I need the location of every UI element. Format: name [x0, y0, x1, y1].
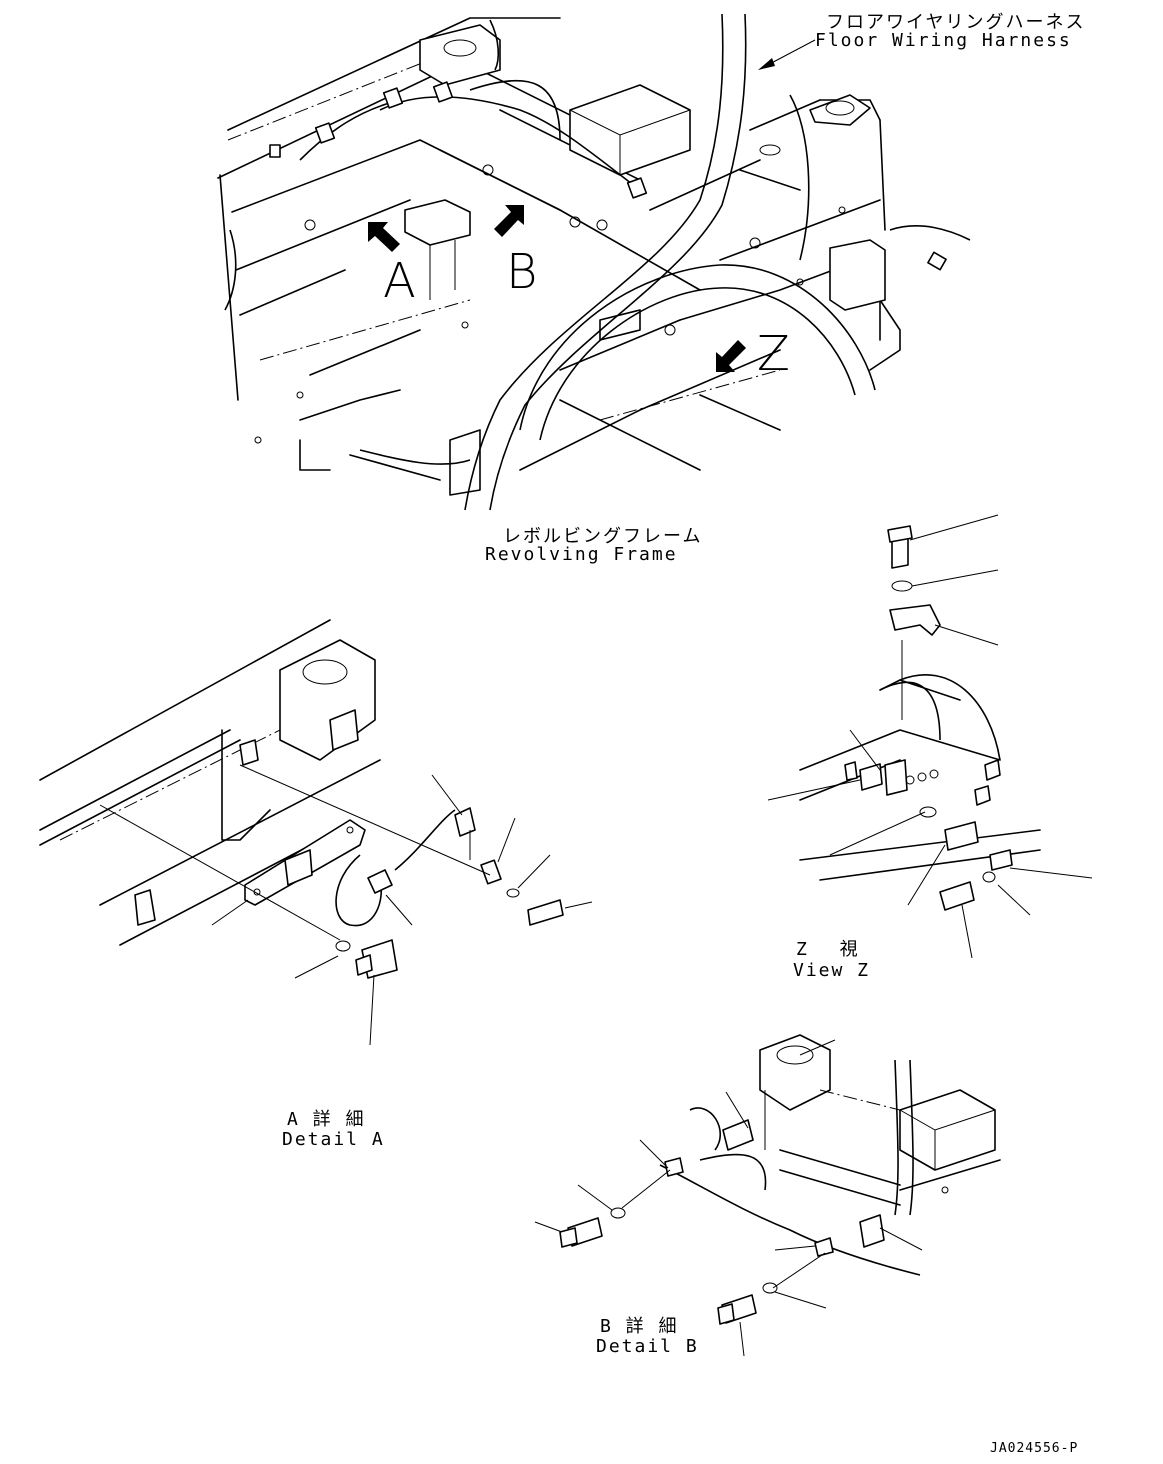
view-z-title-jp: Z 視 [796, 939, 860, 960]
view-b-marker: B [506, 244, 538, 300]
revolving-frame-label-jp: レボルビングフレーム [503, 526, 703, 547]
floor-harness-label-en: Floor Wiring Harness [815, 30, 1072, 51]
view-a-arrow-icon [368, 222, 400, 252]
floor-harness-label-jp: フロアワイヤリングハーネス [826, 12, 1086, 33]
detail-b-title-en: Detail B [596, 1336, 699, 1357]
view-a-marker: A [383, 253, 416, 309]
view-z-arrow-icon [716, 340, 746, 372]
view-z-title-en: View Z [793, 960, 871, 981]
detail-b-view [534, 1034, 1001, 1357]
figure-code: JA024556-P [990, 1441, 1079, 1456]
revolving-frame-label-en: Revolving Frame [485, 544, 678, 565]
detail-a-title-en: Detail A [282, 1129, 385, 1150]
view-z-detail [767, 514, 1093, 959]
view-b-arrow-icon [494, 205, 524, 237]
detail-b-title-jp: B 詳 細 [600, 1316, 679, 1337]
main-assembly-view [217, 13, 971, 511]
view-z-marker: Z [757, 326, 790, 382]
detail-a-view [39, 619, 593, 1046]
detail-a-title-jp: A 詳 細 [287, 1109, 366, 1130]
